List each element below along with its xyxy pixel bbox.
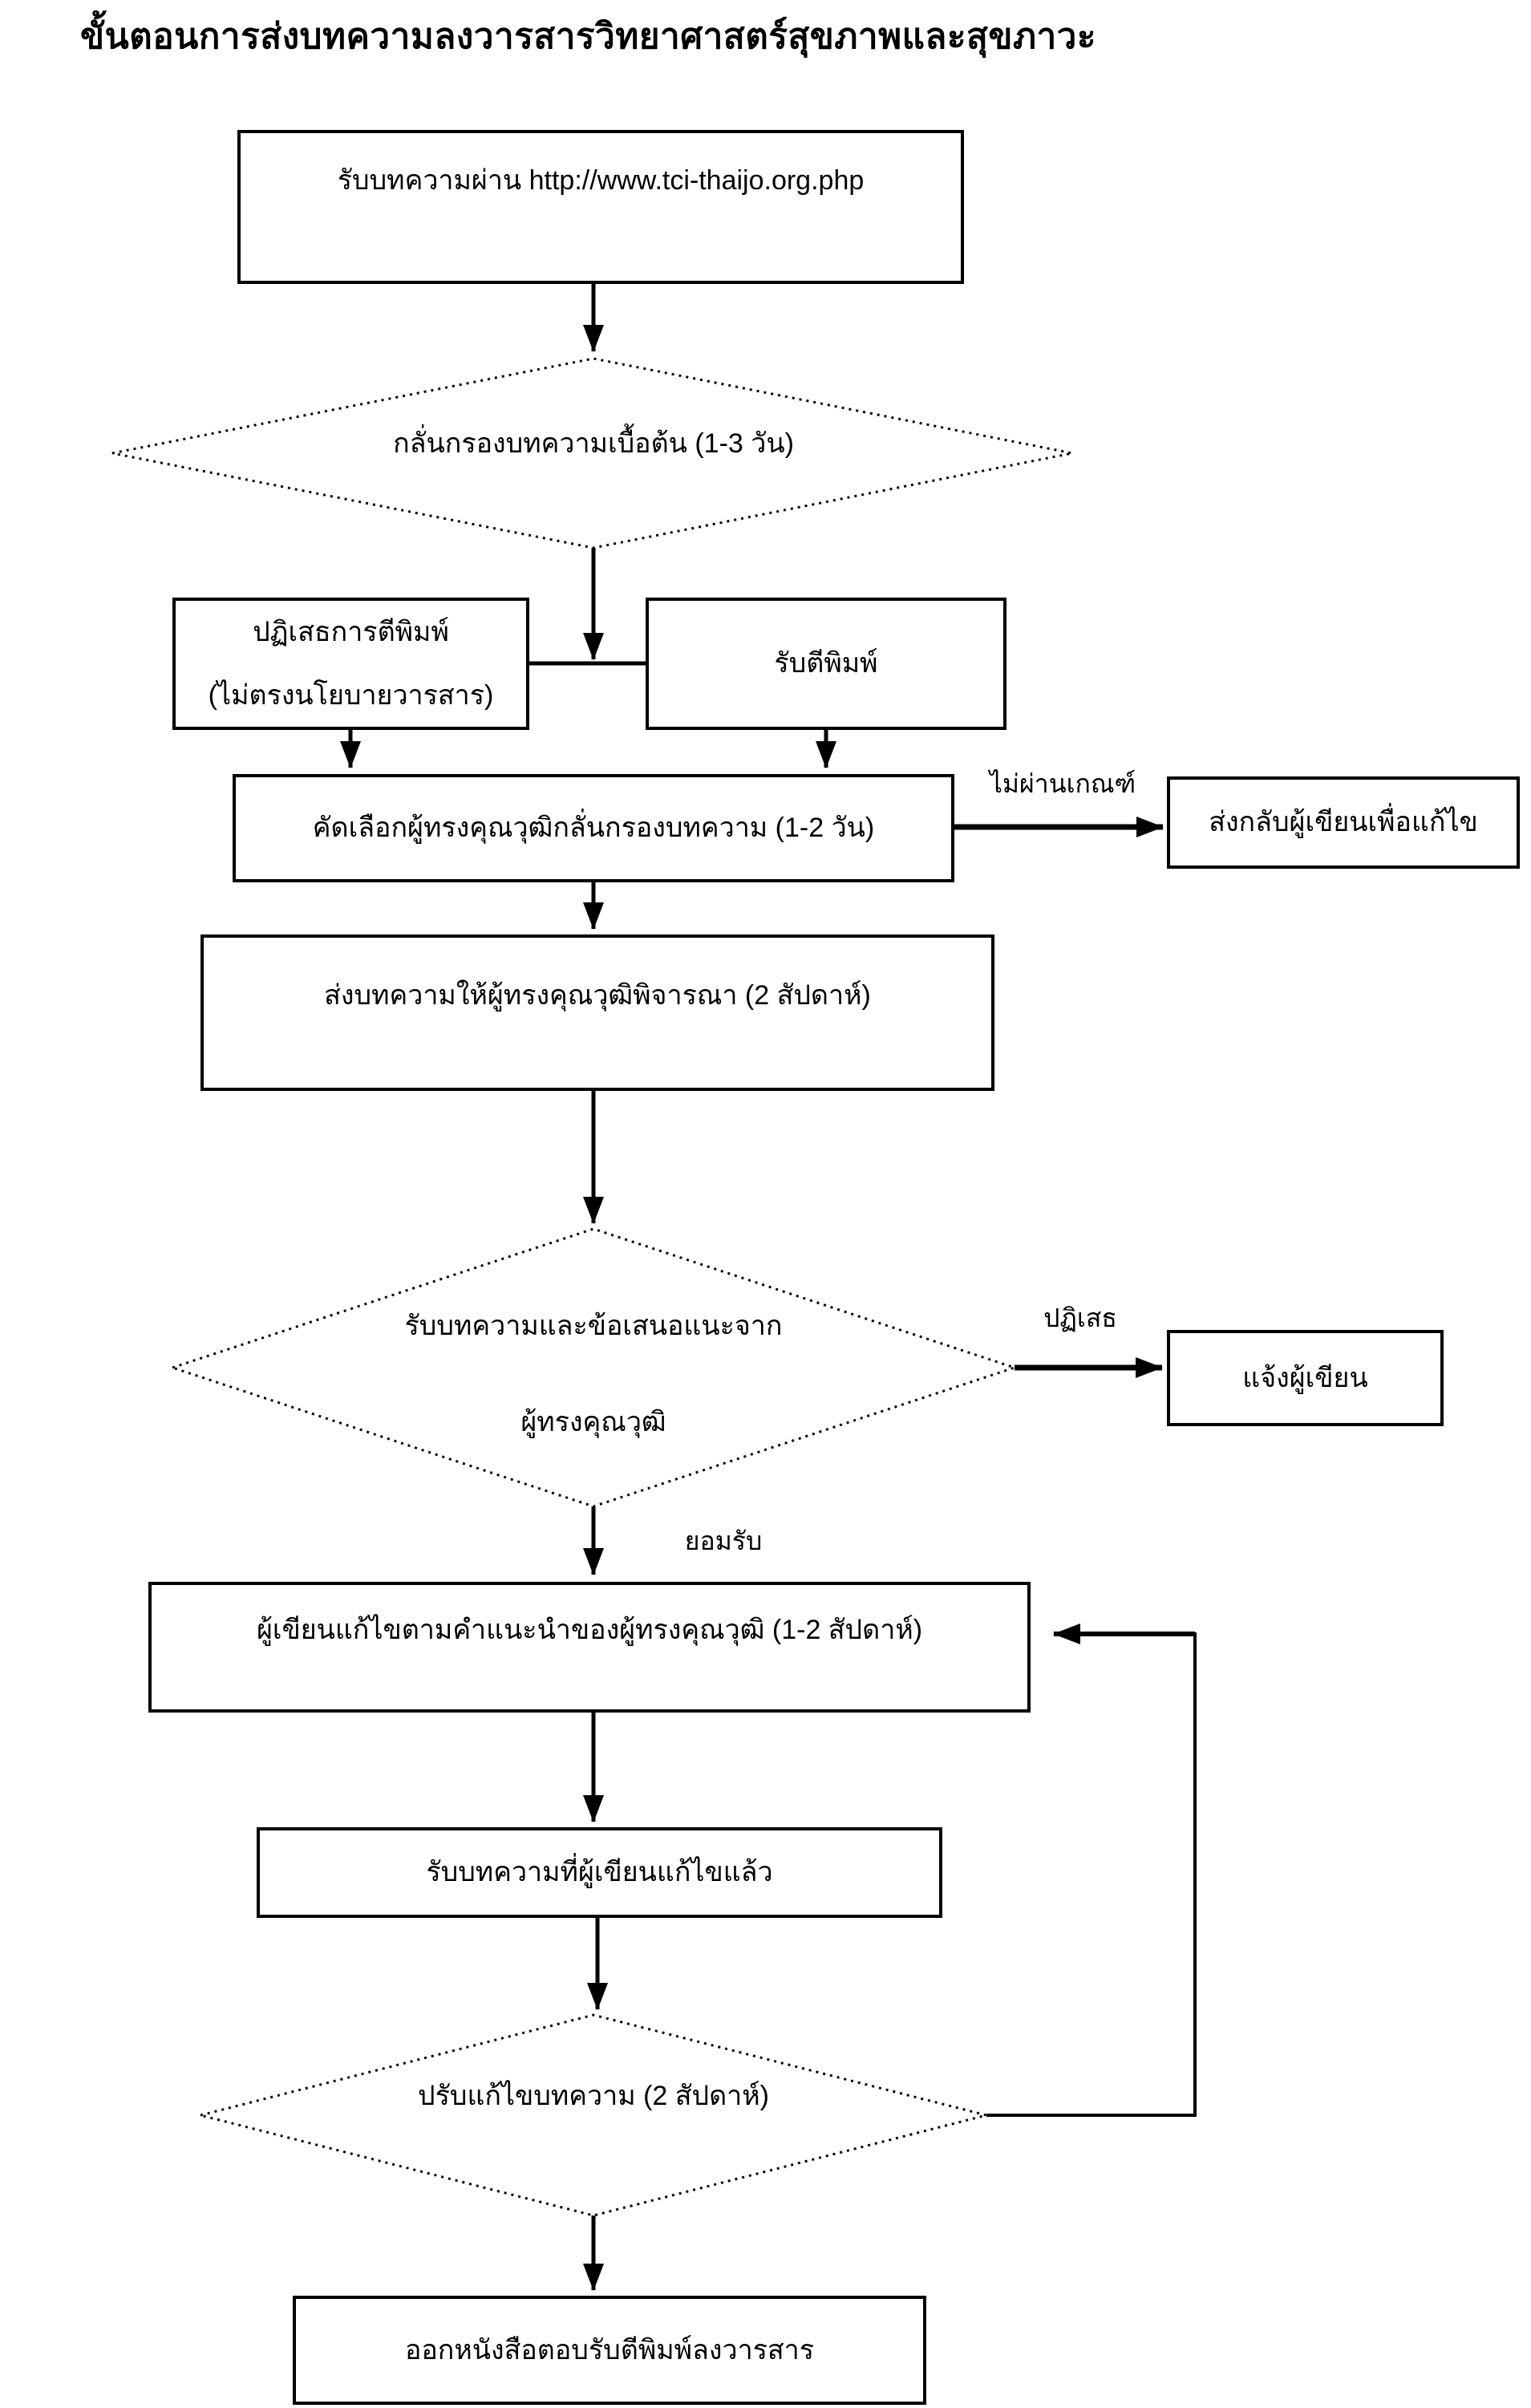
- flow-arrows: [340, 284, 1197, 2291]
- decision-screening-shape: [111, 357, 1073, 549]
- node-send-to-reviewers: ส่งบทความให้ผู้ทรงคุณวุฒิพิจารณา (2 สัปด…: [200, 934, 994, 1091]
- node-issue-letter-label: ออกหนังสือตอบรับตีพิมพ์ลงวารสาร: [404, 2334, 815, 2365]
- page-title: ขั้นตอนการส่งบทความลงวารสารวิทยาศาสตร์สุ…: [80, 17, 1097, 56]
- edge-label-reject: ปฏิเสธ: [1043, 1303, 1117, 1332]
- node-issue-letter: ออกหนังสือตอบรับตีพิมพ์ลงวารสาร: [293, 2296, 926, 2405]
- node-author-revise-label: ผู้เขียนแก้ไขตามคำแนะนำของผู้ทรงคุณวุฒิ …: [256, 1615, 923, 1646]
- node-submit-label: รับบทความผ่าน http://www.tci-thaijo.org.…: [337, 165, 865, 196]
- node-select-reviewers-label: คัดเลือกผู้ทรงคุณวุฒิกลั่นกรองบทความ (1-…: [312, 813, 875, 844]
- node-send-to-reviewers-label: ส่งบทความให้ผู้ทรงคุณวุฒิพิจารณา (2 สัปด…: [324, 980, 871, 1011]
- decision-receive-feedback-shape: [168, 1227, 1019, 1508]
- node-reject-publish-line1: ปฏิเสธการตีพิมพ์: [253, 617, 449, 647]
- edge-label-accept: ยอมรับ: [684, 1526, 763, 1555]
- node-reject-publish-line2: (ไม่ตรงนโยบายวารสาร): [208, 679, 494, 711]
- node-receive-feedback-line1: รับบทความและข้อเสนอแนะจาก: [404, 1311, 783, 1341]
- node-author-revise: ผู้เขียนแก้ไขตามคำแนะนำของผู้ทรงคุณวุฒิ …: [148, 1582, 1031, 1713]
- node-notify-author-label: แจ้งผู้เขียน: [1242, 1362, 1368, 1393]
- node-return-to-author: ส่งกลับผู้เขียนเพื่อแก้ไข: [1167, 776, 1520, 869]
- node-accept-publish-label: รับตีพิมพ์: [774, 648, 878, 679]
- node-receive-revised: รับบทความที่ผู้เขียนแก้ไขแล้ว: [257, 1827, 942, 1918]
- node-submit: รับบทความผ่าน http://www.tci-thaijo.org.…: [237, 130, 964, 284]
- node-receive-revised-label: รับบทความที่ผู้เขียนแก้ไขแล้ว: [426, 1857, 773, 1888]
- node-receive-feedback-line2: ผู้ทรงคุณวุฒิ: [520, 1407, 666, 1437]
- node-accept-publish: รับตีพิมพ์: [646, 598, 1006, 730]
- node-screening-label: กลั่นกรองบทความเบื้อต้น (1-3 วัน): [393, 428, 794, 459]
- edge-label-fail-criteria: ไม่ผ่านเกณฑ์: [989, 769, 1136, 798]
- node-notify-author: แจ้งผู้เขียน: [1167, 1330, 1444, 1426]
- node-reject-publish: ปฏิเสธการตีพิมพ์ (ไม่ตรงนโยบายวารสาร): [172, 598, 529, 730]
- node-adjust-article-label: ปรับแก้ไขบทความ (2 สัปดาห์): [418, 2081, 769, 2111]
- node-select-reviewers: คัดเลือกผู้ทรงคุณวุฒิกลั่นกรองบทความ (1-…: [233, 774, 954, 882]
- decision-adjust-article-shape: [200, 2013, 987, 2217]
- node-return-to-author-label: ส่งกลับผู้เขียนเพื่อแก้ไข: [1209, 807, 1478, 838]
